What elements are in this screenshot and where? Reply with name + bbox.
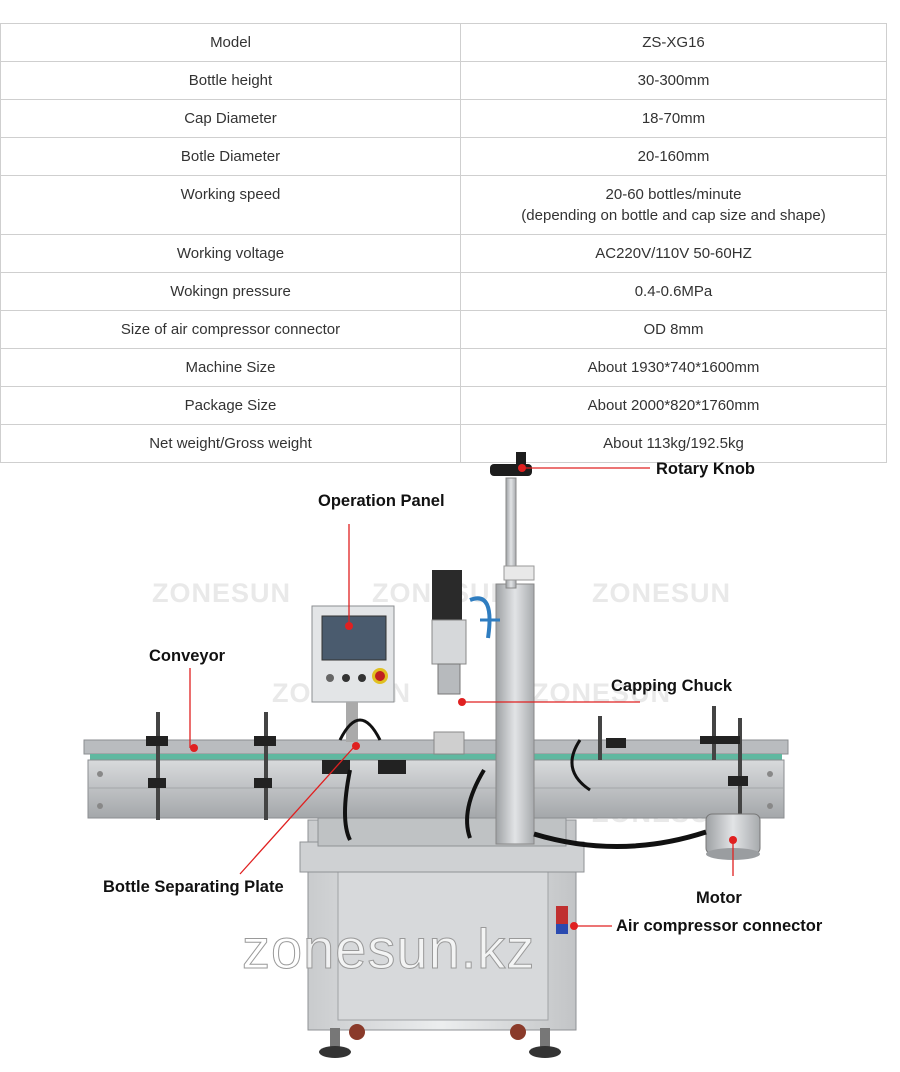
spec-label: Cap Diameter: [0, 99, 461, 138]
spec-value: AC220V/110V 50-60HZ: [460, 234, 887, 273]
guide-clamps: [146, 736, 748, 788]
spec-label: Model: [0, 23, 461, 62]
machine-figure: ZONESUN ZONESUN ZONESUN ZONESUN ZONESUN …: [0, 440, 900, 1072]
callout-capping-chuck: Capping Chuck: [611, 677, 733, 695]
table-row: Net weight/Gross weight About 113kg/192.…: [0, 424, 887, 463]
callout-bottle-separating-plate: Bottle Separating Plate: [103, 878, 284, 896]
table-row: Cap Diameter 18-70mm: [0, 99, 887, 138]
spec-label: Size of air compressor connector: [0, 310, 461, 349]
spec-label: Working voltage: [0, 234, 461, 273]
conveyor-belt: [90, 754, 782, 760]
callout-dots: [190, 464, 737, 930]
spec-label: Package Size: [0, 386, 461, 425]
spec-value: 0.4-0.6MPa: [460, 272, 887, 311]
table-row: Botle Diameter 20-160mm: [0, 137, 887, 176]
spec-value: 20-160mm: [460, 137, 887, 176]
spec-label: Bottle height: [0, 61, 461, 100]
specification-table: Model ZS-XG16 Bottle height 30-300mm Cap…: [0, 23, 887, 463]
cabinet-panel: [337, 869, 549, 1021]
table-row: Wokingn pressure 0.4-0.6MPa: [0, 272, 887, 311]
table-row: Size of air compressor connector OD 8mm: [0, 310, 887, 349]
caster-wheel: [349, 1024, 365, 1040]
spec-value: 30-300mm: [460, 61, 887, 100]
spec-label: Botle Diameter: [0, 137, 461, 176]
spec-value-note: (depending on bottle and cap size and sh…: [521, 207, 826, 224]
spec-label: Working speed: [0, 175, 461, 235]
spec-label: Wokingn pressure: [0, 272, 461, 311]
spec-value: About 2000*820*1760mm: [460, 386, 887, 425]
table-row: Model ZS-XG16: [0, 23, 887, 62]
spec-value: OD 8mm: [460, 310, 887, 349]
cabinet-top: [299, 841, 585, 873]
table-row: Machine Size About 1930*740*1600mm: [0, 348, 887, 387]
table-row: Bottle height 30-300mm: [0, 61, 887, 100]
capping-motor: [432, 570, 462, 622]
spec-value: 18-70mm: [460, 99, 887, 138]
touch-screen: [321, 615, 387, 661]
callout-lines: [189, 467, 734, 927]
spec-label: Machine Size: [0, 348, 461, 387]
callout-conveyor: Conveyor: [149, 647, 226, 665]
table-row: Working voltage AC220V/110V 50-60HZ: [0, 234, 887, 273]
caster-wheel: [510, 1024, 526, 1040]
watermark: ZONESUN: [532, 678, 672, 708]
spec-value: About 1930*740*1600mm: [460, 348, 887, 387]
watermark: ZONESUN: [592, 578, 732, 608]
vertical-column: [495, 583, 535, 845]
spec-label: Net weight/Gross weight: [0, 424, 461, 463]
watermark: ZONESUN: [152, 578, 292, 608]
watermark-large: zonesun.kz: [241, 917, 536, 981]
conveyor-frame: [87, 759, 785, 819]
leg: [540, 1028, 550, 1048]
callout-rotary-knob: Rotary Knob: [656, 460, 755, 478]
foot: [319, 1046, 351, 1058]
table-row: Package Size About 2000*820*1760mm: [0, 386, 887, 425]
leg: [330, 1028, 340, 1048]
capping-machine-illustration: [83, 452, 789, 1058]
spec-value-line: 20-60 bottles/minute: [605, 186, 742, 203]
callout-air-compressor-connector: Air compressor connector: [616, 917, 823, 935]
callout-operation-panel: Operation Panel: [318, 492, 445, 510]
spec-value: About 113kg/192.5kg: [460, 424, 887, 463]
foot: [529, 1046, 561, 1058]
capping-head: [437, 663, 461, 695]
callout-motor: Motor: [696, 889, 742, 907]
spec-value: 20-60 bottles/minute (depending on bottle…: [460, 175, 887, 235]
spec-value: ZS-XG16: [460, 23, 887, 62]
column-rod: [505, 477, 517, 589]
air-connector: [556, 906, 568, 924]
table-row: Working speed 20-60 bottles/minute (depen…: [0, 175, 887, 235]
